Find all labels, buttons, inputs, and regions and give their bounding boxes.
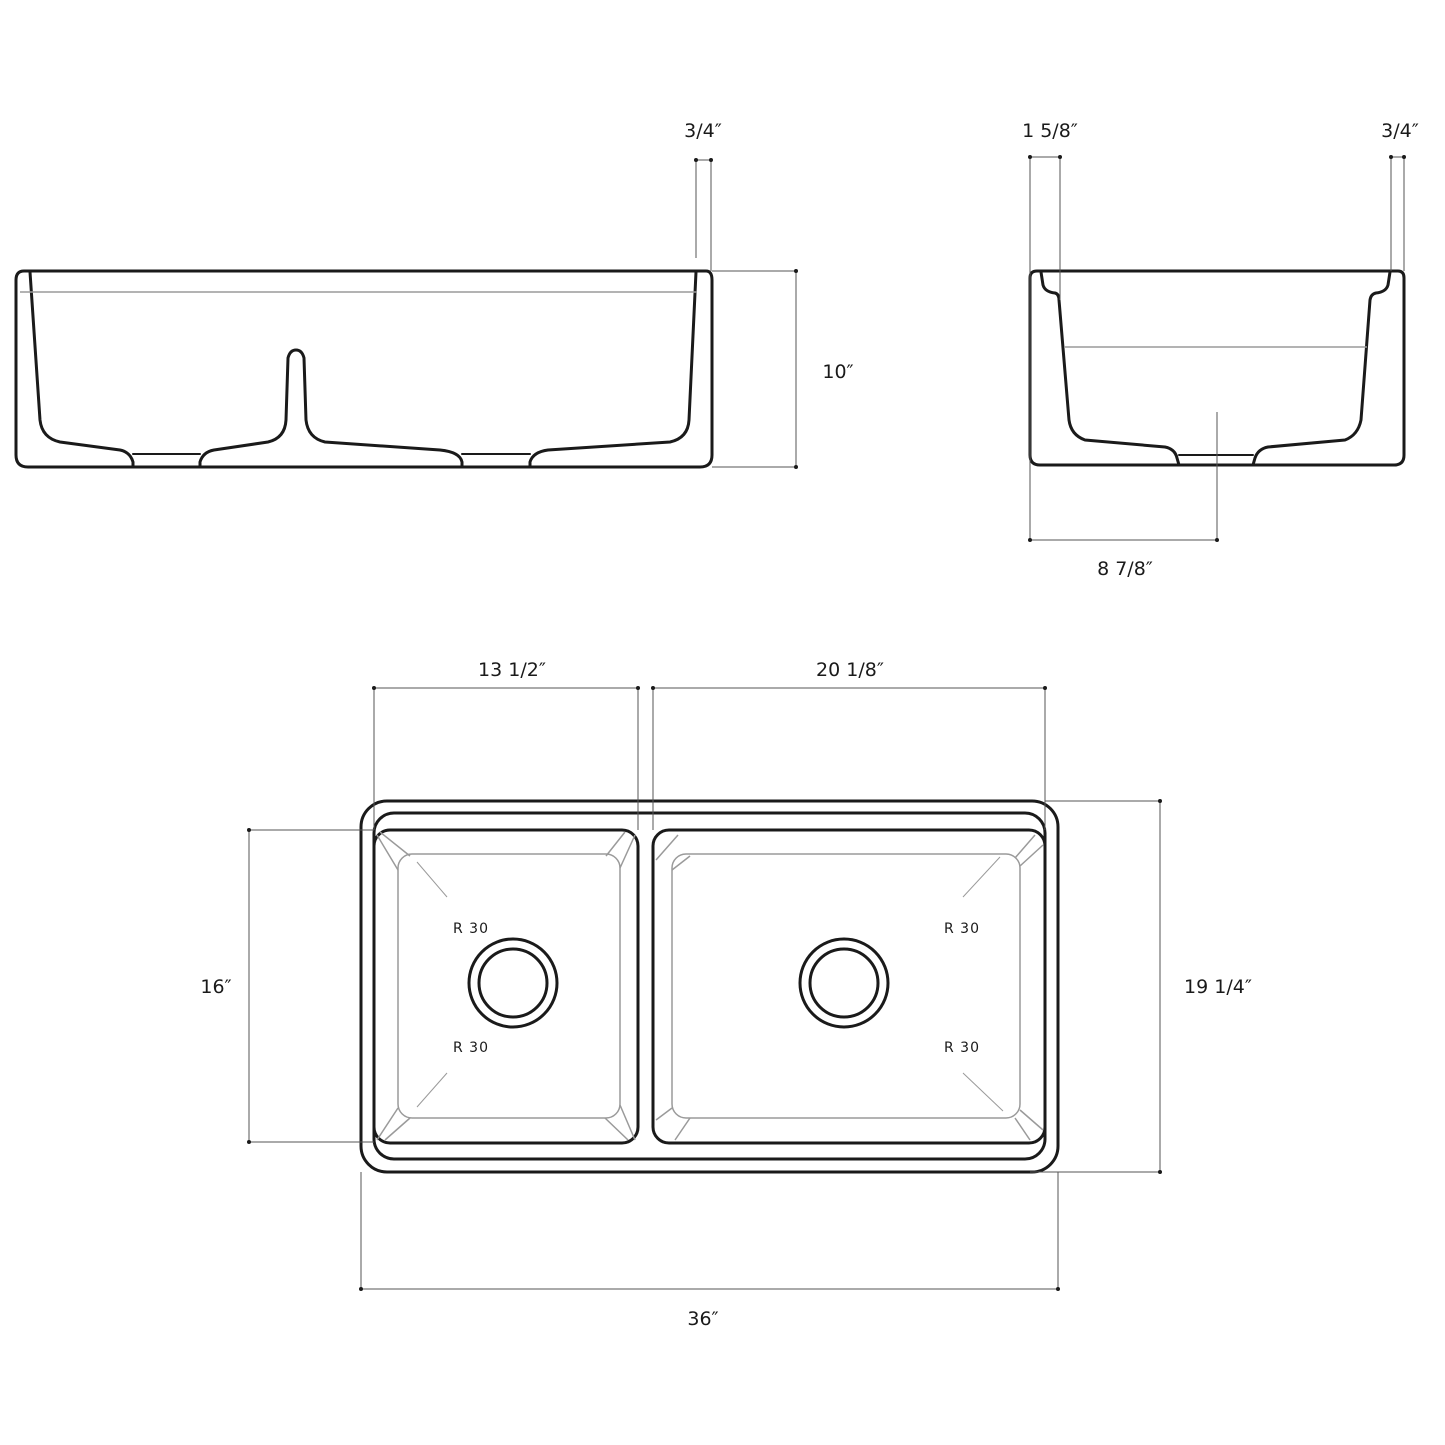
- bowl-depth-label: 16″: [200, 976, 231, 998]
- left-bowl: R 30 R 30: [372, 828, 640, 1145]
- top-view: R 30 R 30 R 30 R 30 13 1/2″ 20: [200, 659, 1252, 1330]
- front-height-label: 10″: [822, 361, 853, 383]
- top-view-outer-rim: [359, 799, 1060, 1174]
- left-bowl-width-label: 13 1/2″: [478, 659, 546, 681]
- overall-depth-label: 19 1/4″: [1184, 976, 1252, 998]
- side-front-lip-label: 1 5/8″: [1022, 120, 1078, 142]
- front-rim-thickness-label: 3/4″: [684, 120, 722, 142]
- side-drain-offset-label: 8 7/8″: [1097, 558, 1153, 580]
- corner-radius-label: R 30: [453, 1040, 489, 1056]
- front-view: 3/4″ 10″: [14, 120, 854, 469]
- side-view: 1 5/8″ 3/4″ 8 7/8″: [1022, 120, 1419, 580]
- right-bowl-width-label: 20 1/8″: [816, 659, 884, 681]
- right-bowl: R 30 R 30: [651, 828, 1047, 1145]
- corner-radius-label: R 30: [453, 921, 489, 937]
- overall-width-label: 36″: [687, 1308, 718, 1330]
- corner-radius-label: R 30: [944, 921, 980, 937]
- front-view-basin: [28, 270, 698, 469]
- side-rear-rim-label: 3/4″: [1381, 120, 1419, 142]
- corner-radius-label: R 30: [944, 1040, 980, 1056]
- side-view-basin: [1039, 270, 1392, 467]
- front-view-outline: [14, 269, 714, 469]
